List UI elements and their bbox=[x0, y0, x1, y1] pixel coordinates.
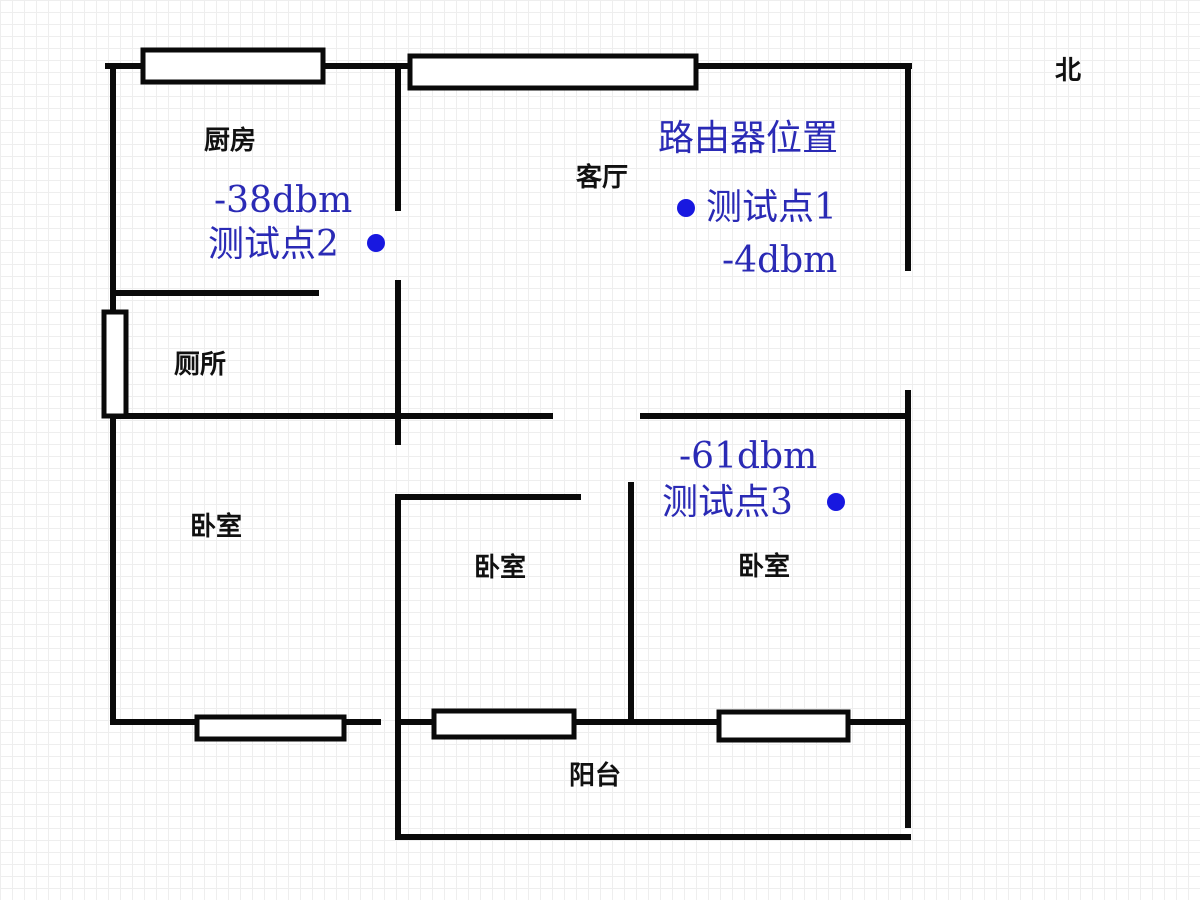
north-label: 北 bbox=[1055, 56, 1082, 86]
window-bedroom-middle bbox=[431, 708, 577, 740]
test-point-2-signal: -38dbm bbox=[214, 180, 353, 221]
test-point-3-marker bbox=[827, 493, 845, 511]
room-label-bedroom-left: 卧室 bbox=[190, 512, 243, 542]
room-label-living-room: 客厅 bbox=[576, 163, 629, 193]
test-point-1-signal: -4dbm bbox=[722, 240, 838, 281]
window-kitchen bbox=[140, 47, 326, 85]
window-bedroom-left bbox=[194, 714, 347, 742]
test-point-2-marker bbox=[367, 234, 385, 252]
test-point-3-label: 测试点3 bbox=[662, 482, 793, 523]
room-label-bedroom-middle: 卧室 bbox=[474, 553, 527, 583]
room-label-kitchen: 厨房 bbox=[204, 126, 257, 156]
test-point-2-label: 测试点2 bbox=[208, 224, 339, 265]
room-label-toilet: 厕所 bbox=[174, 350, 227, 380]
test-point-3-signal: -61dbm bbox=[679, 436, 818, 477]
test-point-1-marker bbox=[677, 199, 695, 217]
room-label-balcony: 阳台 bbox=[569, 761, 622, 791]
window-toilet bbox=[101, 309, 129, 419]
room-label-bedroom-right: 卧室 bbox=[738, 552, 791, 582]
window-living-room bbox=[407, 53, 699, 91]
router-position-title: 路由器位置 bbox=[658, 118, 839, 159]
test-point-1-label: 测试点1 bbox=[706, 187, 837, 228]
window-bedroom-right bbox=[716, 709, 851, 743]
